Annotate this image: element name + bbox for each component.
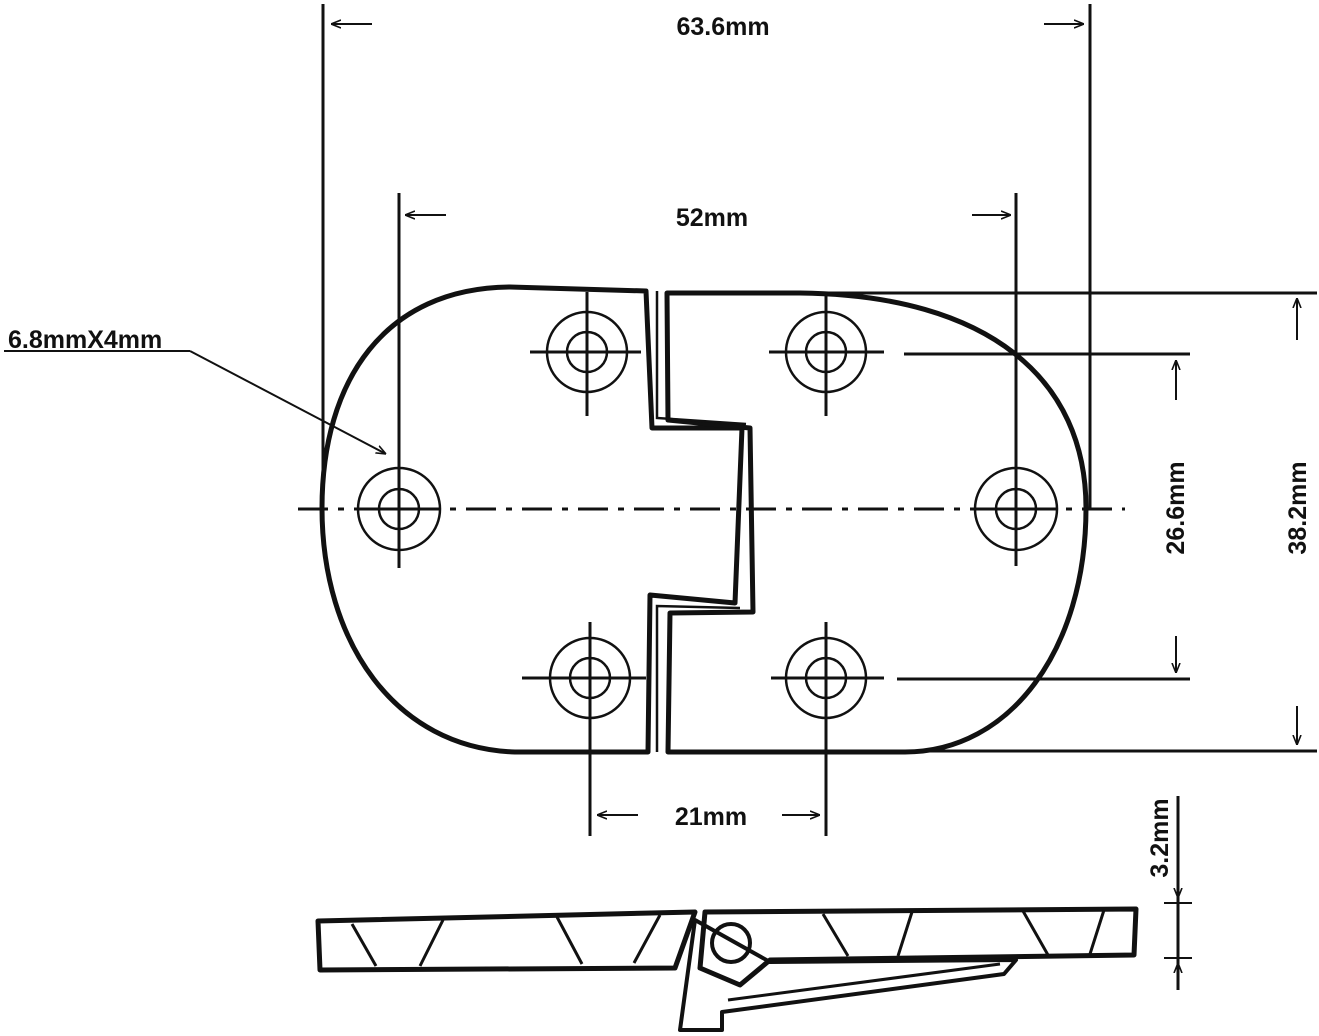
thickness-label: 3.2mm [1146, 798, 1174, 877]
knuckle-pin [710, 922, 752, 964]
dimension-lines [4, 4, 1317, 815]
knuckle-joint-line [655, 291, 747, 426]
side-swing-leaf [678, 918, 1018, 1032]
screw-hole [771, 622, 884, 836]
right-leaf-outline [664, 290, 1089, 755]
overall-length-label: 63.6mm [676, 13, 769, 41]
screw-hole [769, 292, 884, 416]
screw-holes [356, 292, 1059, 836]
inner-hole-spacing-label: 21mm [675, 803, 747, 831]
hole-size-label: 6.8mmX4mm [8, 326, 162, 354]
thickness-dimension [1164, 796, 1192, 990]
screw-hole [973, 460, 1059, 566]
hinge-side-view [315, 906, 1139, 1032]
hole-row-spacing-label: 26.6mm [1162, 461, 1190, 554]
left-leaf-outline [319, 284, 745, 755]
knuckle-joint-line-lower [655, 604, 741, 752]
screw-hole [356, 466, 442, 568]
overall-width-label: 38.2mm [1284, 461, 1312, 554]
side-left-plate [315, 909, 698, 973]
leader-arrow [189, 350, 386, 454]
hinge-top-view [319, 284, 1089, 755]
screw-hole [530, 292, 641, 416]
outer-hole-spacing-label: 52mm [676, 204, 748, 232]
screw-hole [522, 622, 646, 836]
